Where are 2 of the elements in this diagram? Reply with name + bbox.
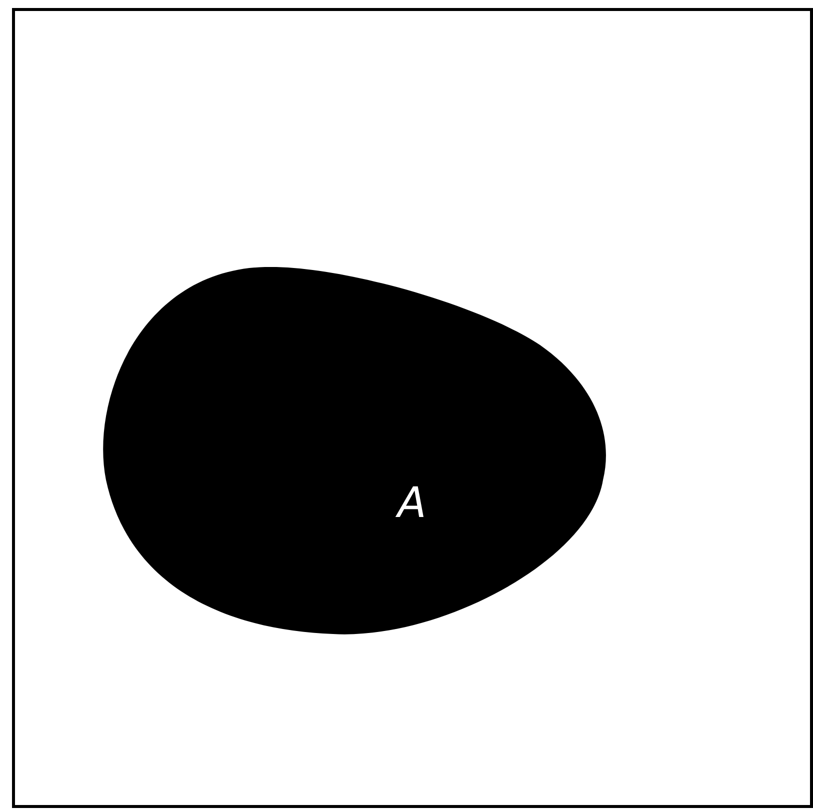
set-label: A [398,482,426,524]
set-rectangle [12,8,813,808]
